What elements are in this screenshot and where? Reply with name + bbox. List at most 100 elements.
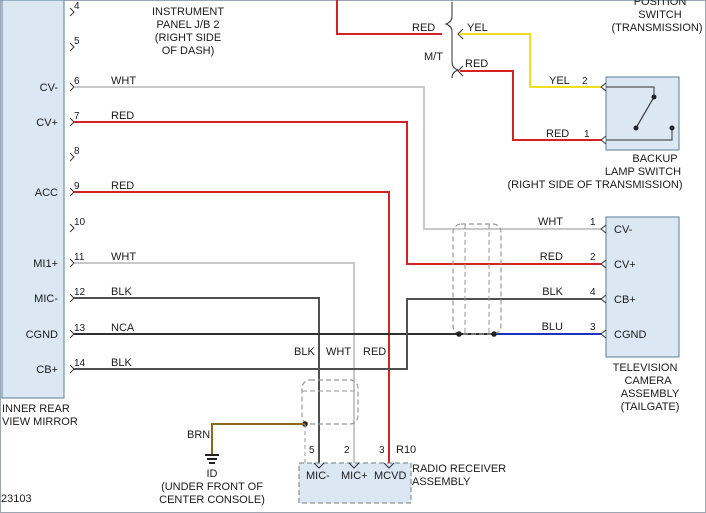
transmission-mt-label: M/T	[424, 51, 443, 63]
camera-pin-bracket	[600, 224, 607, 234]
camera-pin-label: CGND	[614, 329, 646, 341]
camera-wire-color-label: BLK	[542, 286, 563, 298]
mirror-pin-label: MI1+	[33, 258, 58, 270]
camera-pin-label: CB+	[614, 294, 636, 306]
mirror-pin-bracket	[69, 7, 75, 17]
transmission-mt-arrow	[457, 65, 464, 77]
radio-pin3-bracket	[383, 462, 395, 469]
mirror-wire-color-label: WHT	[111, 251, 136, 263]
radio-pin-mic-minus-label: MIC-	[306, 470, 330, 482]
radio-pin2-number: 2	[344, 445, 350, 456]
camera-pin-label: CV+	[614, 259, 636, 271]
backup-lamp-switch-line2: LAMP SWITCH	[605, 166, 681, 178]
backup-switch-internal	[606, 86, 655, 97]
switch-brace	[444, 2, 460, 79]
position-switch-line1: POSITION	[634, 0, 687, 8]
shielded-cable-top	[452, 223, 502, 335]
radio-pin5-bracket	[313, 462, 325, 469]
camera-pin-bracket	[600, 294, 607, 304]
radio-connector-id: R10	[396, 444, 416, 456]
camera-wire-color-label: WHT	[538, 216, 563, 228]
mirror-pin-label: CGND	[26, 329, 58, 341]
mirror-wire-color-label: BLK	[111, 286, 132, 298]
mirror-label-line1: INNER REAR	[2, 403, 70, 415]
diagram-id: 23103	[1, 493, 32, 505]
transmission-red-label: RED	[412, 22, 435, 34]
mirror-pin-label: ACC	[35, 187, 58, 199]
mirror-pin-number: 9	[74, 181, 80, 192]
junction-block-label-line1: INSTRUMENT	[152, 6, 224, 18]
backup-wire2-label: YEL	[549, 75, 570, 87]
wire-mic-minus-black	[74, 297, 320, 463]
camera-pin-bracket	[600, 259, 607, 269]
ground-location-line2: CENTER CONSOLE)	[159, 494, 265, 506]
backup-wire1-label: RED	[546, 128, 569, 140]
radio-wire-wht-label: WHT	[326, 346, 351, 358]
backup-lamp-switch-line1: BACKUP	[632, 153, 677, 165]
wire-transmission-yellow	[460, 33, 601, 88]
radio-receiver-component	[298, 462, 412, 504]
junction-block-label-line4: OF DASH)	[162, 45, 215, 57]
backup-lamp-switch-line3: (RIGHT SIDE OF TRANSMISSION)	[508, 179, 683, 191]
backup-lamp-switch-component	[605, 76, 680, 151]
backup-contact-left	[633, 125, 639, 131]
mirror-label-line2: VIEW MIRROR	[2, 416, 78, 428]
junction-block-label-line2: PANEL J/B 2	[157, 19, 220, 31]
radio-wire-blk-label: BLK	[294, 346, 315, 358]
mirror-pin-label: CB+	[36, 364, 58, 376]
radio-receiver-line1: RADIO RECEIVER	[412, 463, 506, 475]
camera-wire-color-label: BLU	[542, 321, 563, 333]
wire-cv-minus-white	[74, 86, 601, 230]
radio-receiver-line2: ASSEMBLY	[412, 476, 471, 488]
ground-id: ID	[207, 468, 218, 480]
camera-label-line1: TELEVISION	[613, 362, 678, 374]
mirror-wire-color-label: RED	[111, 110, 134, 122]
wire-transmission-red-lower	[460, 70, 601, 141]
mirror-wire-color-label: BLK	[111, 357, 132, 369]
mirror-pin-number: 6	[74, 76, 80, 87]
camera-pin-number: 3	[590, 322, 596, 333]
radio-pin-mic-plus-label: MIC+	[341, 470, 368, 482]
camera-pin-number: 1	[590, 217, 596, 228]
ground-location-line1: (UNDER FRONT OF	[161, 481, 263, 493]
camera-pin-label: CV-	[614, 224, 633, 236]
wire-acc-red	[74, 191, 390, 463]
backup-switch-blade	[635, 96, 655, 129]
mirror-pin-number: 10	[74, 217, 86, 228]
camera-pin-number: 4	[590, 287, 596, 298]
inner-rear-view-mirror-component	[1, 0, 65, 399]
backup-contact-right	[669, 125, 675, 131]
mirror-pin-label: MIC-	[34, 293, 58, 305]
radio-pin-mcvd-label: MCVD	[374, 470, 406, 482]
mirror-pin-number: 5	[74, 36, 80, 47]
camera-label-line3: ASSEMBLY	[621, 388, 680, 400]
mirror-pin-list: 456CV-WHT7CV+RED89ACCRED1011MI1+WHT12MIC…	[26, 1, 137, 376]
mirror-wire-color-label: NCA	[111, 322, 135, 334]
position-switch-line3: (TRANSMISSION)	[611, 22, 702, 34]
wire-ground-brown	[211, 423, 305, 455]
backup-pin1-number: 1	[584, 129, 590, 140]
wire-cb-plus-black	[74, 298, 601, 370]
television-camera-component	[605, 216, 680, 358]
mirror-pin-number: 8	[74, 146, 80, 157]
junction-block-label-line3: (RIGHT SIDE	[155, 32, 221, 44]
camera-label-line2: CAMERA	[624, 375, 672, 387]
mirror-pin-bracket	[69, 152, 75, 162]
camera-pin-number: 2	[590, 252, 596, 263]
wire-cv-plus-red	[74, 121, 601, 265]
wire-transmission-red-top	[336, 0, 442, 35]
camera-pin-bracket	[600, 329, 607, 339]
mirror-pin-label: CV-	[40, 82, 59, 94]
mirror-pin-number: 11	[74, 252, 85, 263]
backup-pin1-bracket	[600, 135, 607, 145]
camera-wire-color-label: RED	[540, 251, 563, 263]
shield-splice-1	[456, 331, 462, 337]
shield-splice-2	[491, 331, 497, 337]
position-switch-line2: SWITCH	[638, 9, 681, 21]
mirror-wire-color-label: WHT	[111, 75, 136, 87]
transmission-red-arrow	[457, 28, 464, 40]
camera-label-line4: (TAILGATE)	[621, 401, 680, 413]
backup-switch-lower	[606, 128, 673, 141]
